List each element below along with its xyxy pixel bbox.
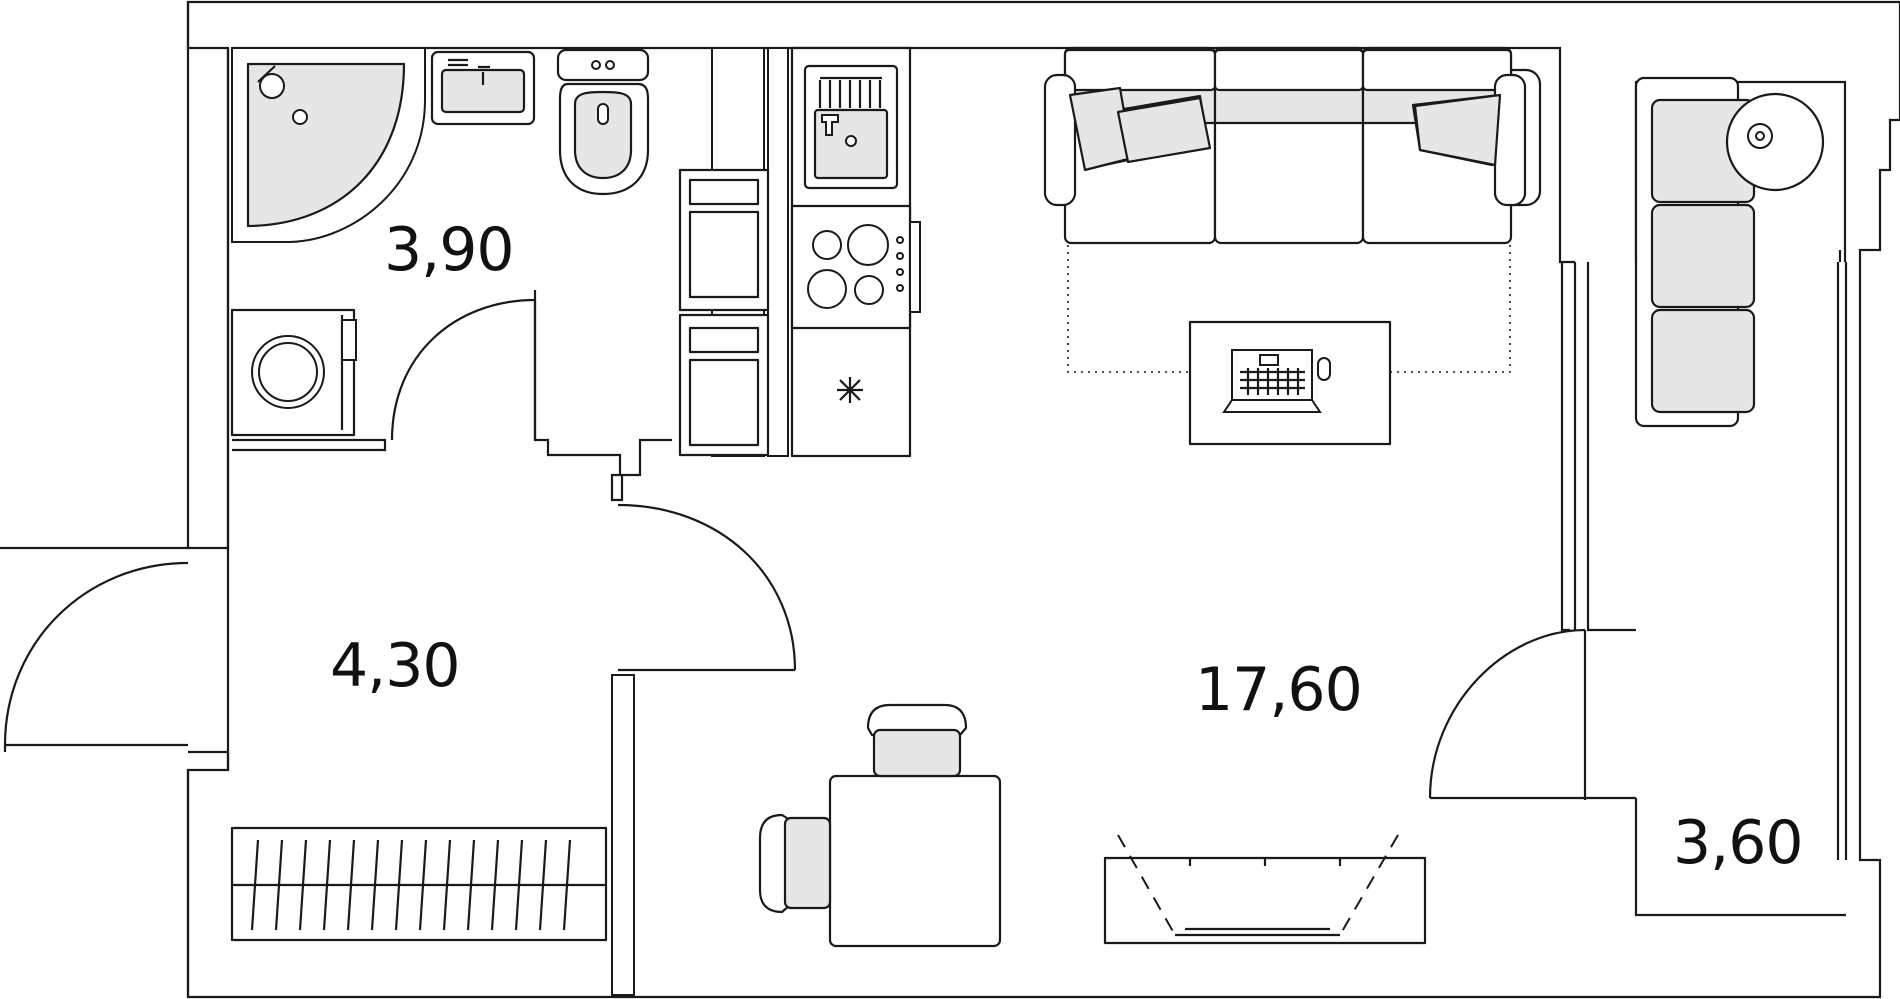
entrance-door-swing [3,561,189,746]
tv-icon [1103,834,1427,945]
living-door-swing [617,503,797,671]
hallway: 4,30 [0,503,797,996]
bathroom-door-swing [390,298,536,441]
armchair-icon [1634,76,1756,428]
shower-icon [231,47,426,243]
toilet-icon [556,48,650,196]
bathroom: 3,90 [230,47,672,502]
wardrobe-icon [230,826,608,942]
fridge-icon [678,168,770,457]
dining-table-icon [828,774,1002,948]
stove-icon [790,204,921,330]
bathroom-area-label: 3,90 [384,215,514,285]
balcony-door-swing [1428,628,1586,799]
kitchen [678,46,921,458]
kitchen-sink-icon [803,64,899,190]
washing-machine-icon [230,308,357,437]
sofa-icon [1043,46,1542,245]
balcony: 3,60 [1428,76,1847,917]
living-room-area-label: 17,60 [1195,655,1362,725]
chair-icon [758,703,968,914]
side-table-icon [1725,92,1825,192]
sink-icon [430,50,536,126]
living-room: 17,60 [758,46,1542,948]
laptop-icon [1222,349,1331,413]
hallway-area-label: 4,30 [330,631,460,701]
balcony-area-label: 3,60 [1673,808,1803,878]
freezer-icon [837,377,863,403]
